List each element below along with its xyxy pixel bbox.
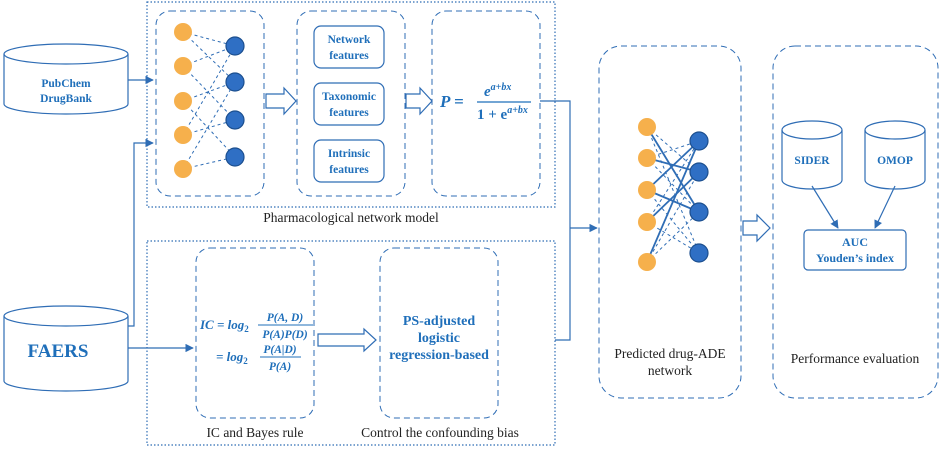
faers-label: FAERS [28,341,89,362]
svg-text:1 + ea+bx: 1 + ea+bx [477,105,528,123]
drug-node [174,126,192,144]
performance-panel [772,45,939,399]
svg-text:regression-based: regression-based [389,348,489,363]
ps-panel [379,247,499,419]
drug-node [174,160,192,178]
network-features-box: Network features [313,25,385,69]
sider-database: SIDER [781,120,843,190]
logistic-formula: P = ea+bx 1 + ea+bx [439,82,531,123]
drug-node [638,181,656,199]
svg-text:P =: P = [439,92,464,111]
nn-panel [155,10,265,197]
svg-text:IC = log2: IC = log2 [199,317,249,334]
network-edge-predicted [646,171,700,223]
pubchem-drugbank-database: PubChem DrugBank [3,43,129,115]
ade-node [689,162,709,182]
svg-text:ea+bx: ea+bx [484,82,511,100]
pharmacological-model-frame [146,1,556,208]
ps-adjusted-method: PS-adjusted logistic regression-based [389,314,489,363]
omop-database: OMOP [864,120,926,190]
svg-text:P(A, D): P(A, D) [267,312,304,324]
ade-node [225,72,245,92]
sider-to-auc-arrow [811,185,839,229]
network-edge-dashed [182,100,236,158]
predicted-network-panel [598,45,742,399]
svg-text:Network: Network [328,34,371,46]
model-to-predicted-line [540,100,571,228]
network-edge-dashed [646,157,700,213]
svg-text:Taxonomic: Taxonomic [322,91,376,103]
predicted-drug-ade-network [638,118,709,271]
svg-text:features: features [329,164,369,176]
faers-database: FAERS [3,305,129,392]
ic-panel [195,247,315,419]
auc-youden-box: AUC Youden’s index [803,229,907,271]
predicted-caption-line1: Predicted drug-ADE [614,346,725,361]
faers-to-nn-arrow [128,138,154,327]
svg-text:PS-adjusted: PS-adjusted [403,314,476,329]
ic-to-ps-block-arrow [317,327,377,353]
drug-node [638,213,656,231]
svg-text:P(A): P(A) [269,361,292,373]
svg-text:P(A)P(D): P(A)P(D) [262,329,308,341]
drugbank-label: DrugBank [40,93,92,105]
drug-node [174,92,192,110]
svg-text:Intrinsic: Intrinsic [328,148,370,160]
youden-label: Youden’s index [816,251,894,265]
network-edge-predicted [646,140,700,263]
network-edge-predicted [646,126,700,213]
network-edge-dashed [646,189,700,254]
pharmacological-caption: Pharmacological network model [263,210,439,225]
ic-bayes-caption: IC and Bayes rule [206,425,303,440]
network-edge-dashed [182,65,236,121]
predicted-to-evaluation-block-arrow [742,213,771,243]
ade-node [689,202,709,222]
svg-text:logistic: logistic [418,331,460,346]
network-edge-dashed [646,126,700,254]
nn-to-features-block-arrow [265,86,297,116]
predicted-caption-line2: network [648,363,692,378]
pubchem-label: PubChem [41,78,91,90]
svg-text:features: features [329,50,369,62]
confounding-caption: Control the confounding bias [361,425,519,440]
performance-caption: Performance evaluation [791,351,920,366]
drug-node [638,118,656,136]
features-panel [296,10,406,197]
network-edge-dashed [646,171,700,263]
drug-node [174,23,192,41]
ade-node [225,147,245,167]
omop-label: OMOP [877,155,913,167]
ade-node [689,131,709,151]
ps-to-predicted-line [555,228,571,341]
drug-node [638,149,656,167]
svg-text:= log2: = log2 [216,349,248,366]
svg-text:P(A|D): P(A|D) [263,344,296,356]
auc-label: AUC [842,235,868,249]
sider-label: SIDER [794,155,830,167]
ade-node [689,243,709,263]
network-edge-dashed [646,211,700,263]
network-edge-dashed [182,45,236,136]
features-to-formula-block-arrow [405,86,433,116]
ic-formula: IC = log2 P(A, D) P(A)P(D) = log2 P(A|D)… [199,312,313,373]
svg-text:features: features [329,107,369,119]
logistic-panel [431,10,541,197]
taxonomic-features-box: Taxonomic features [313,82,385,126]
network-edge-dashed [646,221,700,254]
omop-to-auc-arrow [874,185,896,229]
ade-node [225,110,245,130]
faers-analysis-frame [146,240,556,446]
ade-node [225,36,245,56]
network-edge-dashed [182,31,236,83]
intrinsic-features-box: Intrinsic features [313,139,385,183]
network-edge-dashed [182,81,236,170]
drug-ade-bipartite-network [174,23,245,178]
drug-node [174,57,192,75]
drug-node [638,253,656,271]
network-edge-predicted [646,140,700,191]
network-edge-dashed [646,140,700,223]
